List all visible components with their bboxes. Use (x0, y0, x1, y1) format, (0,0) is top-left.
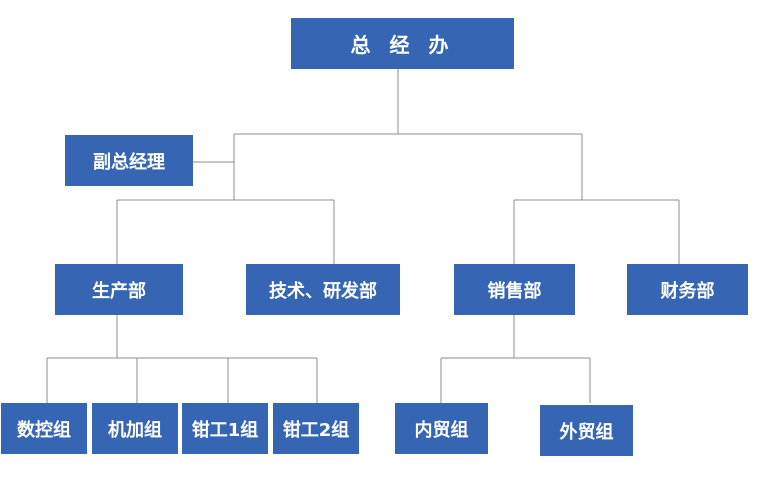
root-node: 总 经 办 (291, 18, 514, 69)
tech-rd-dept-node: 技术、研发部 (246, 264, 400, 315)
deputy-node: 副总经理 (65, 135, 193, 186)
group-node-foreign-trade: 外贸组 (540, 405, 633, 456)
group-node-cnc: 数控组 (1, 403, 87, 454)
group-node-domestic-trade: 内贸组 (395, 403, 488, 454)
sales-dept-node: 销售部 (454, 264, 575, 315)
group-node-fitter1: 钳工1组 (182, 403, 268, 454)
finance-dept-node: 财务部 (627, 264, 748, 315)
group-node-fitter2: 钳工2组 (273, 403, 359, 454)
production-dept-node: 生产部 (55, 264, 183, 315)
group-node-machining: 机加组 (92, 403, 178, 454)
